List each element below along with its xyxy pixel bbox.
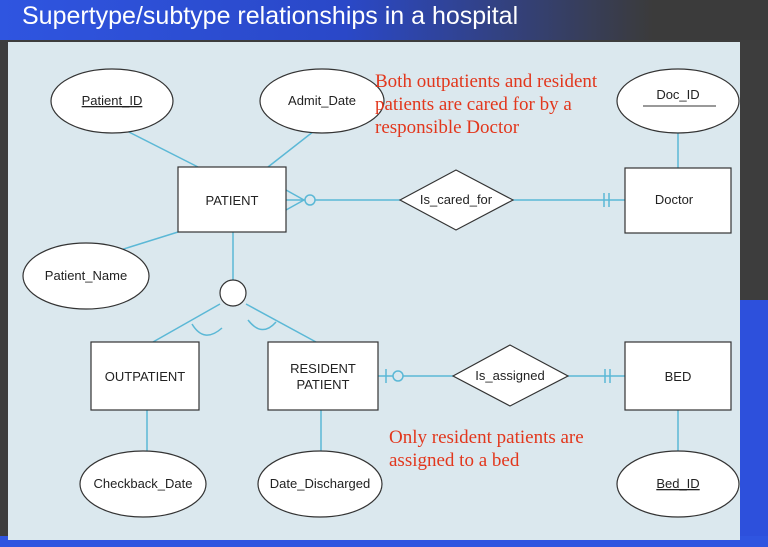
attribute-patient-name-label: Patient_Name bbox=[45, 268, 127, 283]
attribute-checkback-date: Checkback_Date bbox=[79, 450, 207, 518]
optional-circle bbox=[392, 370, 404, 382]
slide-bottom-bar bbox=[0, 536, 768, 547]
attribute-doc-id-label: Doc_ID bbox=[656, 87, 699, 102]
entity-doctor: Doctor bbox=[624, 167, 732, 234]
entity-patient: PATIENT bbox=[177, 166, 287, 233]
entity-bed: BED bbox=[624, 341, 732, 411]
attribute-admit-date-label: Admit_Date bbox=[288, 93, 356, 108]
crowfoot-upper bbox=[285, 189, 305, 201]
attribute-admit-date: Admit_Date bbox=[259, 68, 385, 134]
crowfoot-lower bbox=[285, 199, 305, 211]
note-assigned: Only resident patients are assigned to a… bbox=[389, 426, 584, 472]
entity-outpatient: OUTPATIENT bbox=[90, 341, 200, 411]
relationship-is-assigned: Is_assigned bbox=[451, 344, 570, 407]
subset-arc-resident bbox=[247, 319, 277, 331]
note-assigned-line-2: assigned to a bed bbox=[389, 450, 520, 471]
diagram-canvas: PATIENT Doctor OUTPATIENT RESIDENT PATIE… bbox=[8, 42, 740, 540]
attribute-patient-name: Patient_Name bbox=[22, 242, 150, 310]
er-diagram: PATIENT Doctor OUTPATIENT RESIDENT PATIE… bbox=[22, 68, 740, 518]
entity-doctor-label: Doctor bbox=[655, 192, 694, 207]
attribute-checkback-date-label: Checkback_Date bbox=[94, 476, 193, 491]
crowfoot-circle bbox=[304, 194, 316, 206]
entity-resident-label-1: RESIDENT bbox=[290, 361, 356, 376]
connector-lines bbox=[97, 123, 679, 454]
relationship-is-cared-for-label: Is_cared_for bbox=[420, 192, 493, 207]
attribute-date-discharged: Date_Discharged bbox=[257, 450, 383, 518]
entity-bed-label: BED bbox=[665, 369, 692, 384]
attribute-doc-id: Doc_ID bbox=[616, 68, 740, 134]
attribute-date-discharged-label: Date_Discharged bbox=[270, 476, 370, 491]
subtype-circle bbox=[219, 279, 247, 307]
note-assigned-line-1: Only resident patients are bbox=[389, 427, 584, 448]
entity-resident-patient: RESIDENT PATIENT bbox=[267, 341, 379, 411]
attribute-patient-id-label: Patient_ID bbox=[82, 93, 143, 108]
line-subtype-outpatient bbox=[152, 303, 221, 343]
relationship-is-assigned-label: Is_assigned bbox=[475, 368, 544, 383]
line-subtype-resident bbox=[245, 303, 317, 343]
entity-resident-label-2: PATIENT bbox=[297, 377, 350, 392]
note-cared-for: Both outpatients and resident patients a… bbox=[375, 70, 597, 139]
note-cared-line-2: patients are cared for by a bbox=[375, 94, 572, 115]
slide-title: Supertype/subtype relationships in a hos… bbox=[22, 2, 519, 30]
attribute-bed-id: Bed_ID bbox=[616, 450, 740, 518]
attribute-patient-id: Patient_ID bbox=[50, 68, 174, 134]
subset-arc-outpatient bbox=[191, 323, 223, 336]
note-cared-line-3: responsible Doctor bbox=[375, 117, 520, 138]
note-cared-line-1: Both outpatients and resident bbox=[375, 71, 598, 92]
entity-outpatient-label: OUTPATIENT bbox=[105, 369, 185, 384]
relationship-is-cared-for: Is_cared_for bbox=[398, 169, 515, 231]
entity-patient-label: PATIENT bbox=[206, 193, 259, 208]
attribute-bed-id-label: Bed_ID bbox=[656, 476, 699, 491]
